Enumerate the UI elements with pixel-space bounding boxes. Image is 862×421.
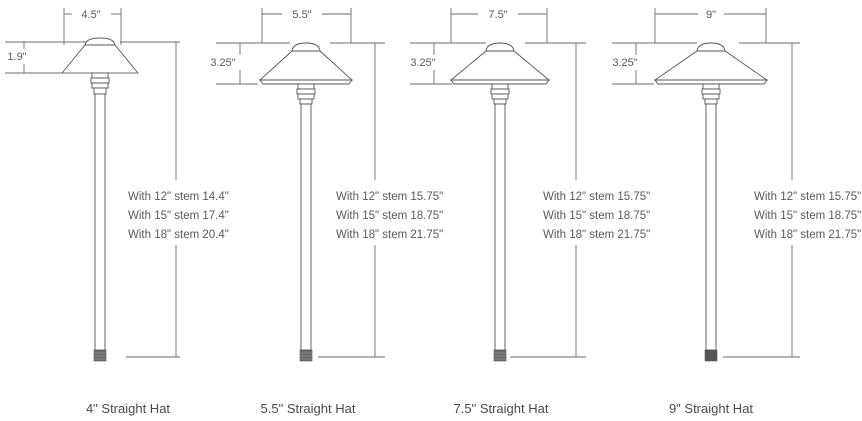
hat-height-dimension: 3.25" xyxy=(410,42,486,85)
spec-label: With 12" stem xyxy=(128,191,199,203)
spec-label: With 12" stem xyxy=(754,191,825,203)
hat-height-label: 1.9" xyxy=(7,51,26,63)
stem-specs: With 12" stem 15.75" With 15" stem 18.75… xyxy=(336,191,443,241)
spec-value: 18.75" xyxy=(828,210,861,222)
spec-row: With 12" stem 15.75" xyxy=(543,191,650,203)
overall-height-dimension xyxy=(510,42,586,358)
spec-value: 18.75" xyxy=(410,210,443,222)
spec-label: With 15" stem xyxy=(336,210,407,222)
fixture-illustration xyxy=(258,42,354,362)
spec-value: 21.75" xyxy=(617,229,650,241)
spec-label: With 18" stem xyxy=(336,229,407,241)
stem-specs: With 12" stem 15.75" With 15" stem 18.75… xyxy=(543,191,650,241)
spec-label: With 12" stem xyxy=(336,191,407,203)
overall-height-dimension xyxy=(318,42,385,358)
light-4in-straight-hat: 4.5" 1.9" xyxy=(5,8,229,416)
spec-row: With 12" stem 15.75" xyxy=(336,191,443,203)
width-label: 9" xyxy=(706,9,716,21)
light-9in-straight-hat: 9" 3.25" With 12" stem 15.75 xyxy=(612,8,861,416)
spec-row: With 18" stem 21.75" xyxy=(543,229,650,241)
spec-label: With 18" stem xyxy=(543,229,614,241)
spec-value: 17.4" xyxy=(202,210,228,222)
spec-row: With 15" stem 18.75" xyxy=(754,210,861,222)
width-label: 5.5" xyxy=(292,9,311,21)
width-dimension: 5.5" xyxy=(261,8,352,43)
spec-label: With 18" stem xyxy=(128,229,199,241)
width-label: 4.5" xyxy=(81,9,100,21)
hat-height-dimension: 3.25" xyxy=(210,42,290,85)
overall-height-dimension xyxy=(120,41,180,358)
spec-value: 15.75" xyxy=(617,191,650,203)
spec-value: 21.75" xyxy=(828,229,861,241)
fixture-illustration xyxy=(449,42,551,362)
hat-height-dimension: 1.9" xyxy=(5,41,92,74)
spec-row: With 15" stem 17.4" xyxy=(128,210,229,222)
spec-value: 15.75" xyxy=(828,191,861,203)
width-dimension: 4.5" xyxy=(63,8,122,45)
spec-label: With 15" stem xyxy=(128,210,199,222)
width-dimension: 9" xyxy=(654,8,767,43)
spec-row: With 18" stem 21.75" xyxy=(754,229,861,241)
spec-label: With 12" stem xyxy=(543,191,614,203)
spec-row: With 15" stem 18.75" xyxy=(336,210,443,222)
light-5-5in-straight-hat: 5.5" 3.25" xyxy=(210,8,443,416)
overall-height-dimension xyxy=(723,42,800,358)
spec-value: 20.4" xyxy=(202,229,228,241)
spec-value: 14.4" xyxy=(202,191,228,203)
spec-label: With 15" stem xyxy=(754,210,825,222)
fixture-caption: 7.5" Straight Hat xyxy=(454,401,549,416)
stem-specs: With 12" stem 15.75" With 15" stem 18.75… xyxy=(754,191,861,241)
fixture-illustration xyxy=(653,42,769,362)
width-dimension: 7.5" xyxy=(450,8,548,43)
spec-row: With 15" stem 18.75" xyxy=(543,210,650,222)
spec-row: With 18" stem 21.75" xyxy=(336,229,443,241)
spec-row: With 12" stem 15.75" xyxy=(754,191,861,203)
hat-height-label: 3.25" xyxy=(210,57,235,69)
fixture-caption: 9" Straight Hat xyxy=(669,401,753,416)
spec-label: With 18" stem xyxy=(754,229,825,241)
hat-height-dimension: 3.25" xyxy=(612,42,697,85)
spec-row: With 18" stem 20.4" xyxy=(128,229,229,241)
hat-height-label: 3.25" xyxy=(612,57,637,69)
light-7-5in-straight-hat: 7.5" 3.25" xyxy=(410,8,650,416)
spec-value: 18.75" xyxy=(617,210,650,222)
hat-height-label: 3.25" xyxy=(410,57,435,69)
spec-value: 21.75" xyxy=(410,229,443,241)
width-label: 7.5" xyxy=(488,9,507,21)
spec-label: With 15" stem xyxy=(543,210,614,222)
stem-specs: With 12" stem 14.4" With 15" stem 17.4" … xyxy=(128,191,229,241)
spec-row: With 12" stem 14.4" xyxy=(128,191,229,203)
fixture-illustration xyxy=(61,37,139,362)
fixture-caption: 5.5" Straight Hat xyxy=(261,401,356,416)
spec-value: 15.75" xyxy=(410,191,443,203)
fixture-caption: 4" Straight Hat xyxy=(86,401,170,416)
